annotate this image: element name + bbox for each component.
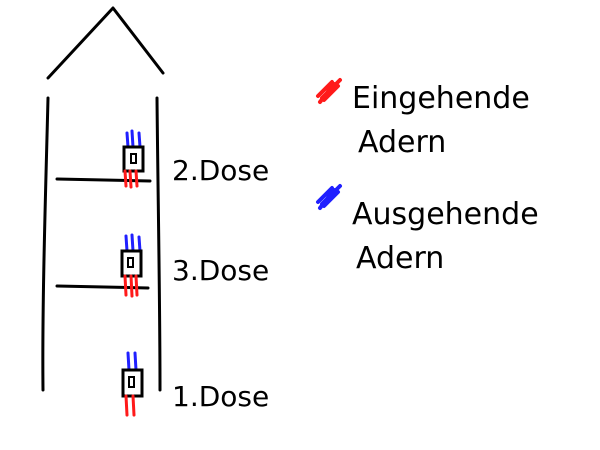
outgoing-wires xyxy=(126,351,138,372)
left-wall xyxy=(41,96,50,392)
right-wall xyxy=(155,96,162,392)
socket-label-3: 3.Dose xyxy=(172,254,269,287)
socket-3 xyxy=(120,233,143,298)
socket-1 xyxy=(121,351,144,417)
socket-label-1: 1.Dose xyxy=(172,380,269,413)
socket-slot xyxy=(128,376,135,388)
legend-swatch-incoming xyxy=(316,78,342,104)
socket-slot xyxy=(130,153,137,164)
legend-outgoing-line2: Adern xyxy=(356,241,444,276)
socket-slot xyxy=(127,257,134,268)
legend-outgoing-line1: Ausgehende xyxy=(352,197,539,232)
incoming-wires xyxy=(123,169,139,189)
floor-line-upper xyxy=(55,177,152,183)
outgoing-wires xyxy=(124,233,142,253)
socket-2 xyxy=(122,129,145,189)
legend-incoming-line2: Adern xyxy=(358,125,446,160)
roof xyxy=(46,6,165,80)
floor-line-middle xyxy=(55,284,150,290)
socket-box xyxy=(122,145,145,173)
legend-swatch-outgoing xyxy=(316,184,342,210)
socket-box xyxy=(120,249,143,278)
socket-box xyxy=(121,368,144,398)
incoming-wires xyxy=(124,394,136,417)
legend: Eingehende Adern Ausgehende Adern xyxy=(316,78,539,276)
outgoing-wires xyxy=(125,129,142,149)
socket-label-2: 2.Dose xyxy=(172,154,269,187)
incoming-wires xyxy=(123,274,139,298)
legend-incoming-line1: Eingehende xyxy=(352,81,530,116)
